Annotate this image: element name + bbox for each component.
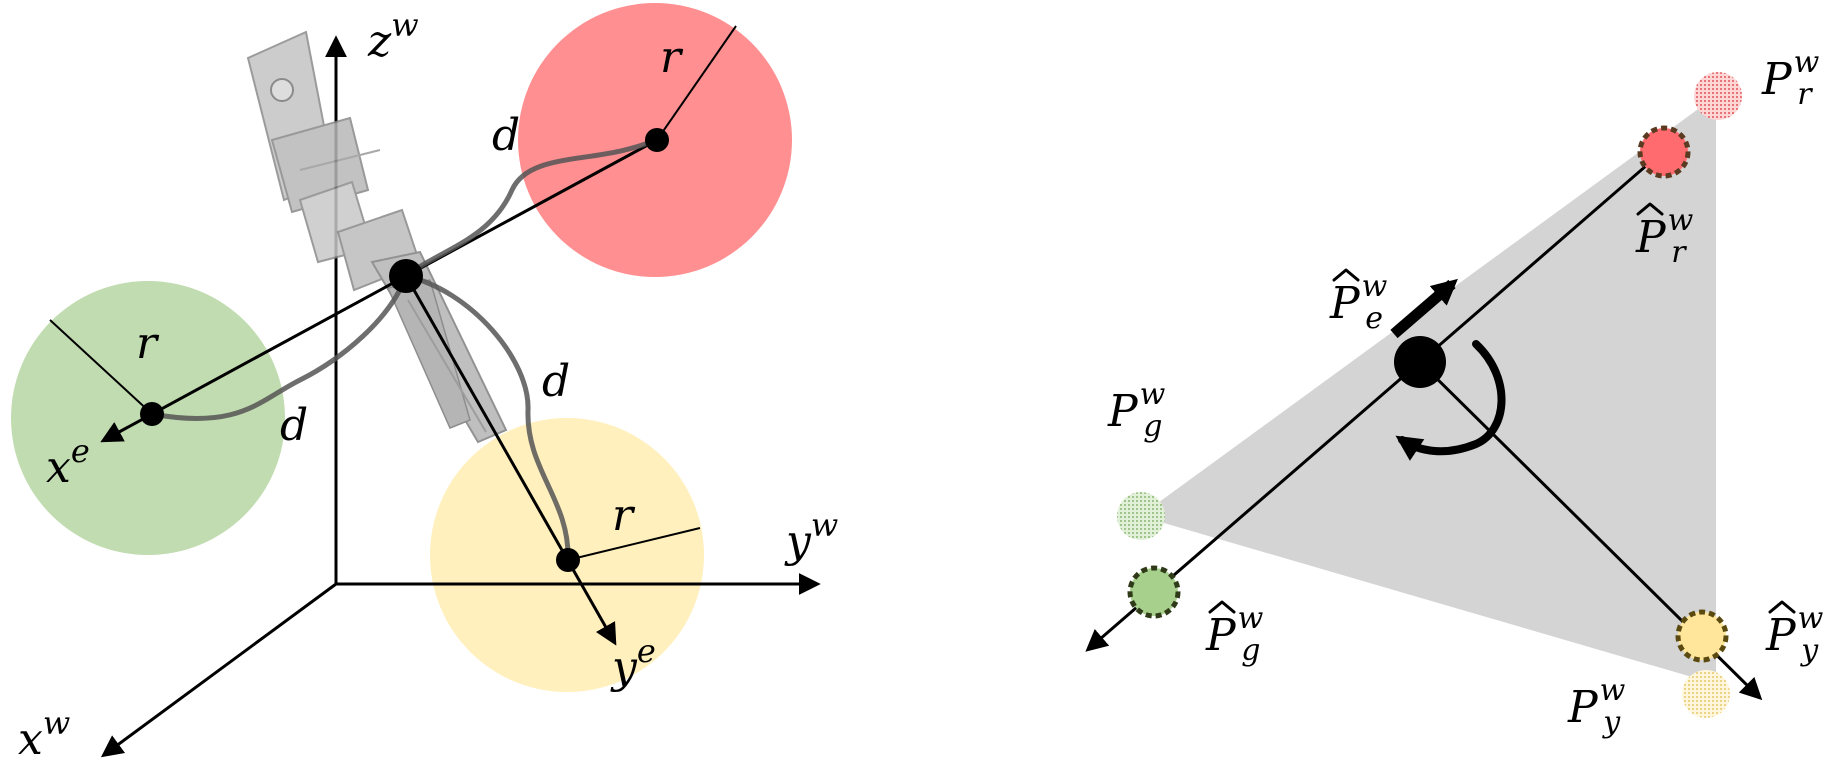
svg-text:Pwy: Pwy	[1567, 673, 1626, 740]
ee-y-axis	[404, 275, 617, 646]
label-py-sup: w	[1600, 673, 1626, 708]
svg-text:Pwr: Pwr	[1761, 45, 1820, 112]
point-pr	[1694, 72, 1742, 120]
label-pg-hat-sub: g	[1241, 633, 1260, 668]
svg-text:Pwy: Pwy	[1765, 601, 1824, 668]
ee-origin-point	[389, 259, 423, 293]
distance-label-red: d	[492, 110, 520, 161]
distance-brace-red	[403, 137, 658, 279]
left-panel: zw yw xw xe ye r r r d d d	[11, 3, 838, 765]
world-x-label: xw	[18, 704, 70, 765]
ee-x-label-sup: e	[71, 432, 90, 470]
point-pg	[1117, 492, 1165, 540]
point-pg-hat	[1127, 565, 1181, 619]
ee-y-label-sup: e	[637, 632, 656, 670]
target-triangle	[1140, 96, 1716, 684]
world-z-label: zw	[367, 6, 419, 67]
point-py-hat	[1675, 609, 1729, 663]
world-y-label: yw	[784, 506, 838, 567]
translation-arrow-icon	[1390, 278, 1458, 339]
world-z-label-sup: w	[391, 6, 418, 44]
radius-label-yellow: r	[612, 490, 636, 541]
label-pr-sub: r	[1797, 77, 1813, 112]
label-pg-sup: w	[1140, 377, 1166, 412]
world-y-label-sup: w	[811, 506, 838, 544]
label-pg-hat-sup: w	[1238, 601, 1264, 636]
pe-line-to-red	[1419, 150, 1663, 364]
radius-label-red: r	[660, 32, 684, 83]
yellow-center-point	[556, 548, 580, 572]
radius-line-red	[656, 25, 737, 141]
svg-text:Pwe: Pwe	[1329, 269, 1388, 336]
distance-brace-green	[149, 273, 409, 421]
ee-y-label: ye	[610, 632, 656, 693]
point-pe-hat	[1394, 336, 1446, 388]
svg-text:Pwr: Pwr	[1635, 203, 1694, 270]
svg-text:Pwg: Pwg	[1107, 377, 1166, 444]
world-x-label-sup: w	[43, 704, 70, 742]
distance-label-green: d	[280, 400, 308, 451]
ee-x-label: xe	[46, 432, 90, 493]
radius-line-yellow	[567, 527, 701, 561]
distance-brace-yellow	[403, 273, 571, 563]
point-py	[1682, 670, 1730, 718]
radius-label-green: r	[136, 318, 160, 369]
label-pr-hat-sub: r	[1671, 235, 1687, 270]
svg-text:Pwg: Pwg	[1205, 601, 1264, 668]
world-x-axis	[100, 582, 337, 758]
label-py-sub: y	[1601, 705, 1621, 740]
label-pr-hat-sup: w	[1668, 203, 1694, 238]
rotation-arrow-icon	[1395, 340, 1506, 461]
label-pr-sup: w	[1794, 45, 1820, 80]
label-py-hat-sub: y	[1799, 633, 1819, 668]
label-pg-sub: g	[1143, 409, 1162, 444]
label-py-hat-sup: w	[1798, 601, 1824, 636]
red-center-point	[645, 128, 669, 152]
distance-label-yellow: d	[542, 356, 570, 407]
label-pe-hat-sub: e	[1365, 301, 1383, 336]
point-pr-hat	[1637, 125, 1691, 179]
radius-line-green	[49, 319, 153, 415]
green-center-point	[140, 402, 164, 426]
label-pe-hat-sup: w	[1362, 269, 1388, 304]
